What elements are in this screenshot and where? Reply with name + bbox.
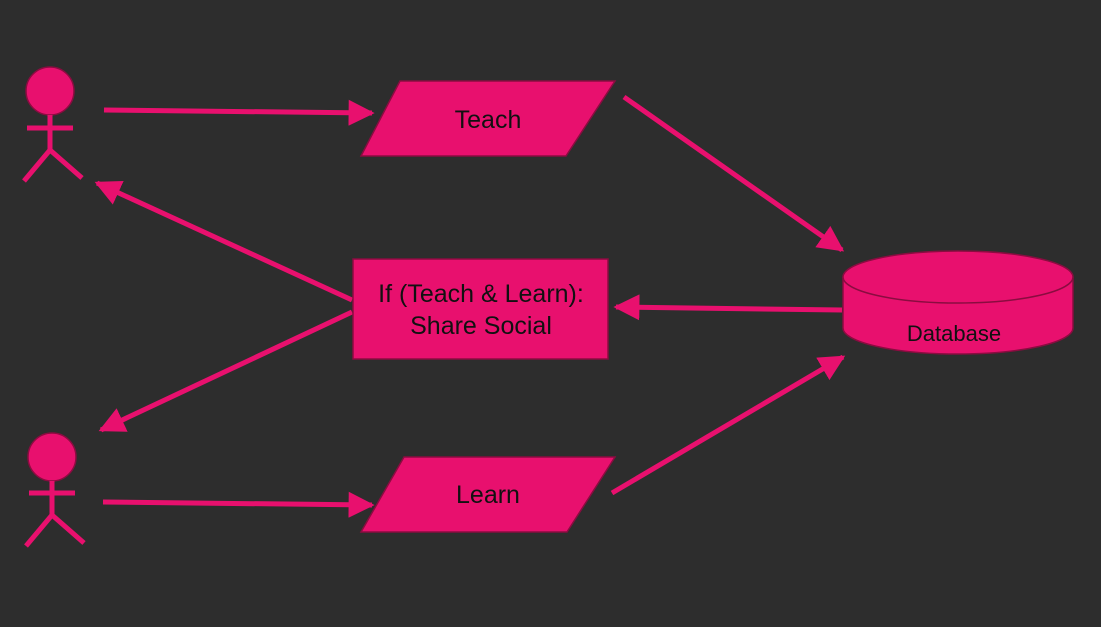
actor-learner-icon bbox=[24, 432, 86, 548]
learn-node: Learn bbox=[359, 456, 617, 533]
arrow-actor1-to-teach bbox=[103, 99, 375, 126]
share-condition-label: If (Teach & Learn): bbox=[378, 280, 584, 308]
teach-node: Teach bbox=[359, 80, 617, 157]
arrow-database-to-share bbox=[613, 294, 843, 321]
learn-label: Learn bbox=[456, 481, 520, 509]
share-action-label: Share Social bbox=[410, 312, 552, 340]
actor-teacher-icon bbox=[22, 66, 84, 183]
arrow-teach-to-database bbox=[622, 94, 845, 253]
share-social-node: If (Teach & Learn): Share Social bbox=[352, 258, 609, 360]
arrow-actor2-to-learn bbox=[102, 491, 375, 518]
database-label: Database bbox=[907, 321, 1001, 346]
arrow-share-to-actor2 bbox=[98, 309, 354, 433]
database-node: Database bbox=[842, 250, 1074, 355]
arrow-learn-to-database bbox=[610, 354, 846, 496]
teach-label: Teach bbox=[455, 106, 522, 134]
arrow-share-to-actor1 bbox=[94, 180, 354, 303]
